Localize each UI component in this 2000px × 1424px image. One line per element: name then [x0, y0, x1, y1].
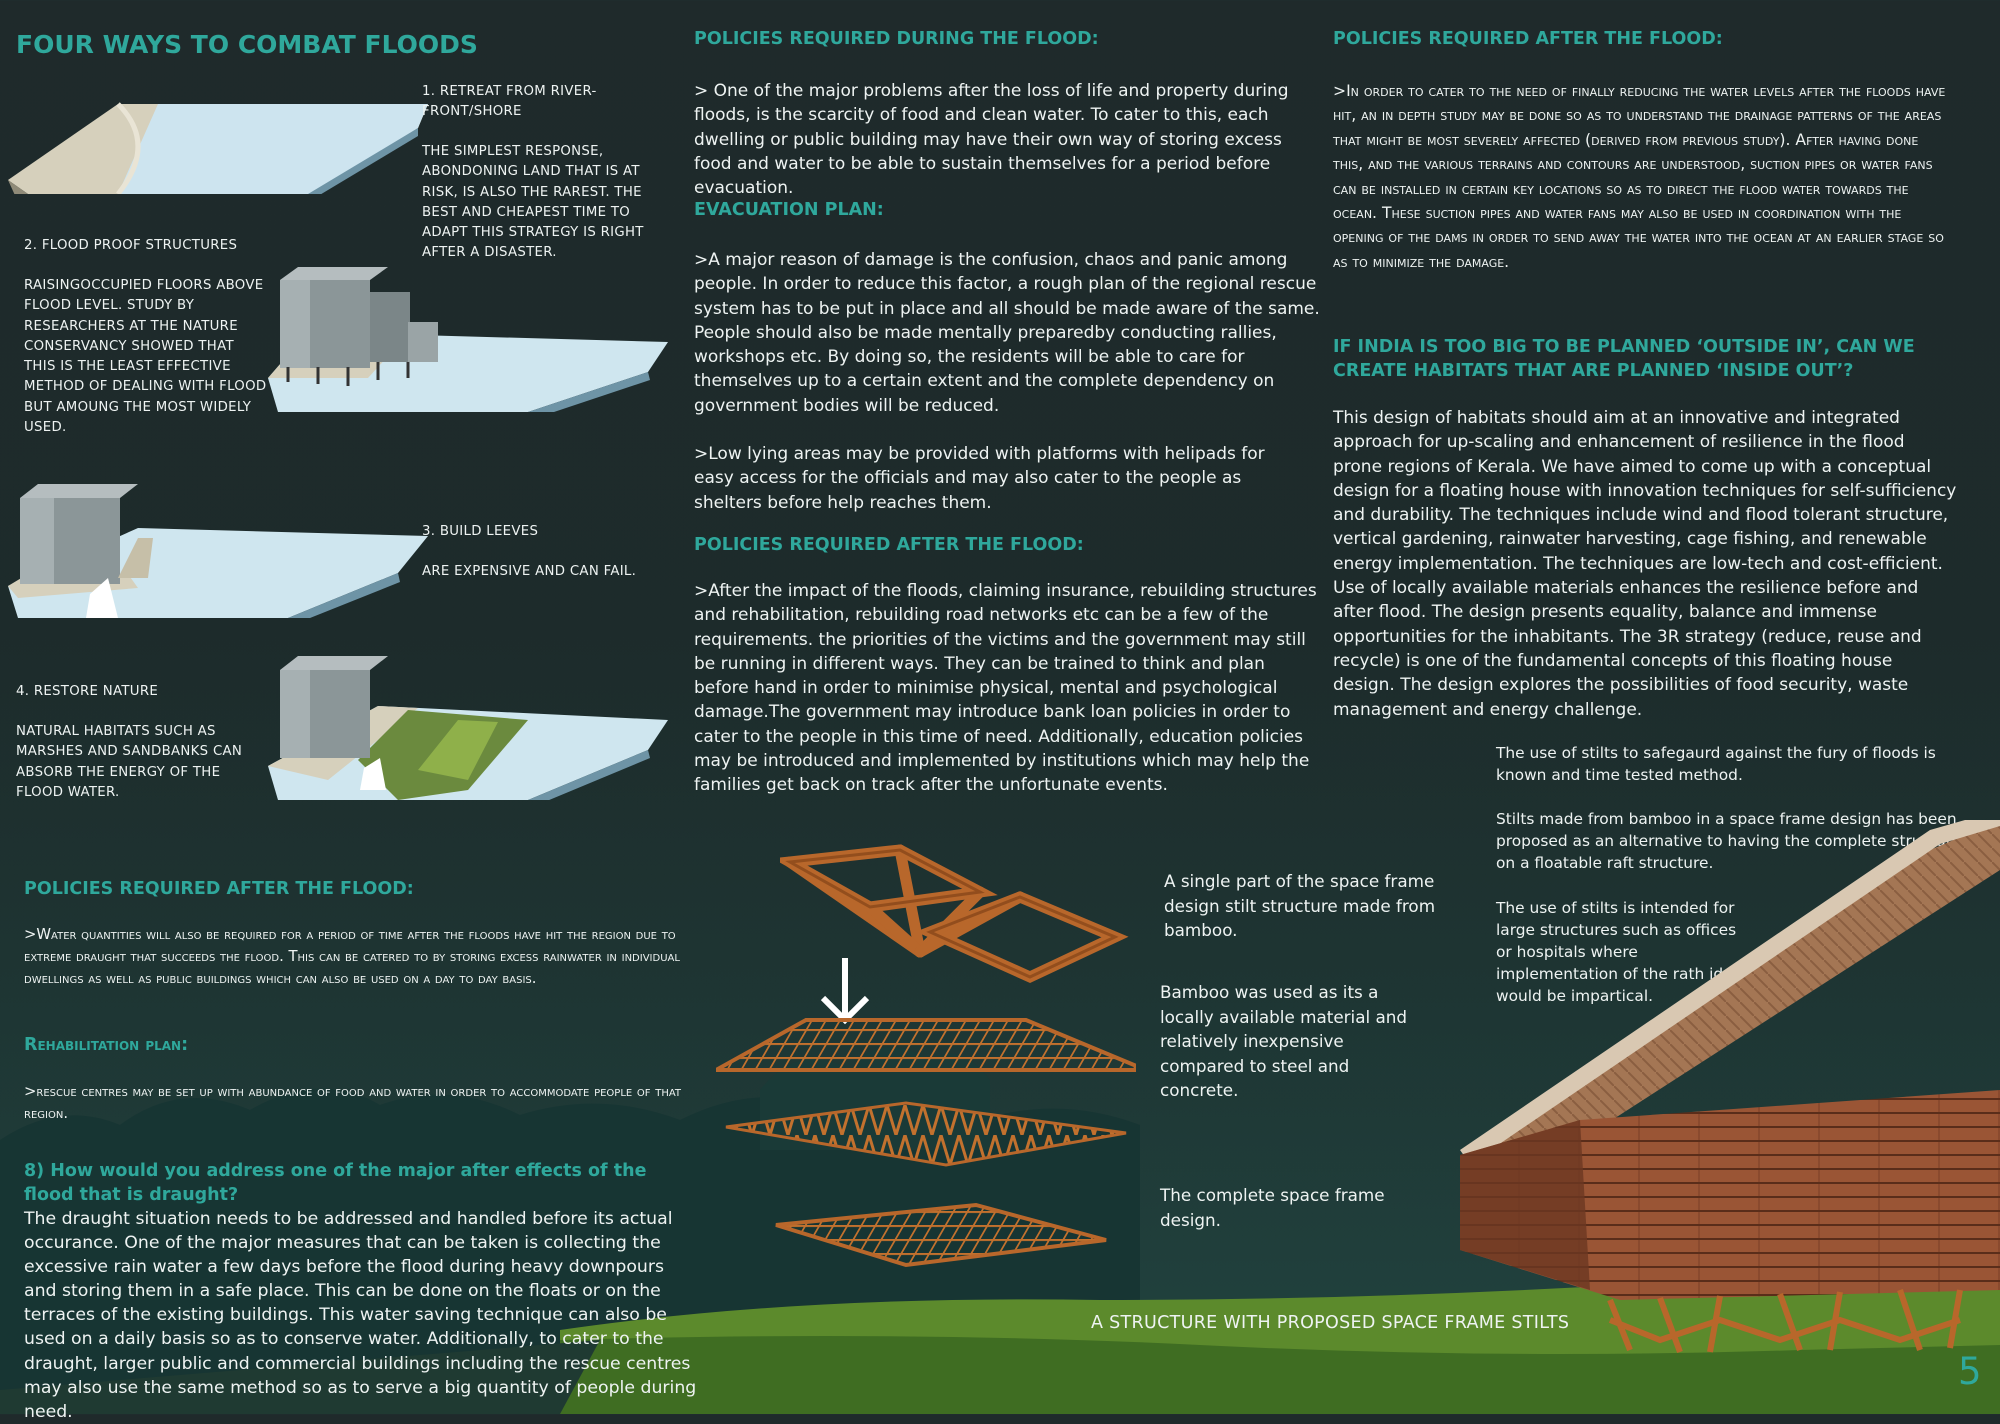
- right-after-body: >In order to cater to the need of finall…: [1333, 82, 1946, 271]
- evacuation-body-1: >A major reason of damage is the confusi…: [694, 250, 1320, 416]
- stilt-building-illustration: [1460, 820, 2000, 1354]
- page-number: 5: [1958, 1350, 1982, 1393]
- left-after-heading: POLICIES REQUIRED AFTER THE FLOOD:: [24, 879, 414, 899]
- stilts-text-3: The use of stilts is intended for large …: [1496, 899, 1743, 1005]
- flood-proof-title: 2. FLOOD PROOF STRUCTURES: [24, 238, 238, 253]
- india-heading: IF INDIA IS TOO BIG TO BE PLANNED ‘OUTSI…: [1333, 337, 1915, 381]
- restore-nature-title: 4. RESTORE NATURE: [16, 684, 159, 699]
- bamboo-caption: Bamboo was used as its a locally availab…: [1160, 982, 1408, 1100]
- stilts-text-2: Stilts made from bamboo in a space frame…: [1496, 810, 1962, 872]
- middle-after-heading: POLICIES REQUIRED AFTER THE FLOOD:: [694, 535, 1084, 555]
- rehab-body: >rescue centres may be set up with abund…: [24, 1083, 682, 1123]
- restore-nature-illustration: [268, 656, 668, 800]
- q8-body: The draught situation needs to be addres…: [24, 1209, 697, 1422]
- flood-proof-body: RAISINGOCCUPIED FLOORS ABOVE FLOOD LEVEL…: [24, 278, 267, 436]
- right-after-heading: POLICIES REQUIRED AFTER THE FLOOD:: [1333, 29, 1723, 49]
- leeves-illustration: [8, 484, 428, 618]
- evacuation-heading: EVACUATION PLAN:: [694, 200, 884, 220]
- leeves-title: 3. BUILD LEEVES: [422, 524, 539, 539]
- q8-heading: 8) How would you address one of the majo…: [24, 1161, 647, 1205]
- during-body: > One of the major problems after the lo…: [694, 81, 1289, 199]
- rehab-heading: Rehabilitation plan:: [24, 1035, 189, 1055]
- left-after-body: >Water quantities will also be required …: [24, 926, 680, 988]
- flood-proof-illustration: [268, 267, 668, 412]
- stilts-text-1: The use of stilts to safegaurd against t…: [1496, 744, 1936, 784]
- retreat-illustration: [8, 102, 428, 194]
- complete-frame-caption: The complete space frame design.: [1160, 1185, 1385, 1230]
- space-frame-layers-illustration: [716, 1018, 1136, 1268]
- page-title: FOUR WAYS TO COMBAT FLOODS: [16, 30, 478, 59]
- evacuation-body-2: >Low lying areas may be provided with pl…: [694, 444, 1265, 513]
- india-body: This design of habitats should aim at an…: [1333, 408, 1957, 720]
- leeves-body: ARE EXPENSIVE AND CAN FAIL.: [422, 564, 637, 579]
- space-frame-unit-illustration: [780, 844, 1129, 984]
- during-heading: POLICIES REQUIRED DURING THE FLOOD:: [694, 29, 1099, 49]
- retreat-title: 1. RETREAT FROM RIVER-FRONT/SHORE: [422, 84, 597, 120]
- retreat-body: THE SIMPLEST RESPONSE, ABONDONING LAND T…: [422, 144, 644, 261]
- restore-nature-body: NATURAL HABITATS SUCH AS MARSHES AND SAN…: [16, 724, 243, 800]
- structure-caption: A STRUCTURE WITH PROPOSED SPACE FRAME ST…: [1091, 1313, 1570, 1333]
- single-part-caption: A single part of the space frame design …: [1164, 871, 1436, 940]
- middle-after-body: >After the impact of the floods, claimin…: [694, 581, 1317, 796]
